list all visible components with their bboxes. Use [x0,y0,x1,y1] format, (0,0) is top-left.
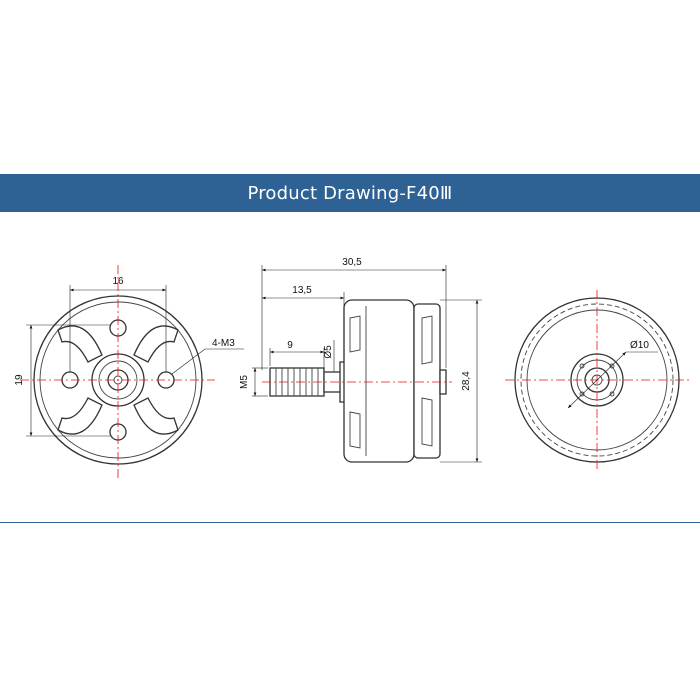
body-height-dim: 28,4 [461,371,472,391]
motor-base [413,303,441,459]
overall-length-dim: 30,5 [342,257,362,268]
rear-vent-ring [520,303,674,457]
drawing-title: Product Drawing-F40Ⅲ [247,182,453,204]
thread-length-dim: 9 [287,340,293,351]
rear-view: Ø10 [505,290,690,470]
thread-size-dim: M5 [239,375,250,389]
drawing-title-banner: Product Drawing-F40Ⅲ [0,174,700,212]
hole-callout: 4-M3 [212,338,235,349]
front-width-dim: 16 [112,276,124,287]
side-view: 30,5 13,5 9 Ø5 M5 28,4 [239,257,482,463]
bottom-divider [0,522,700,523]
bell-slots [349,306,367,456]
motor-bell [343,299,415,463]
hub-diameter-dim: Ø10 [630,340,649,351]
front-spokes [57,325,179,435]
base-slots [421,315,433,447]
shaft-diameter-dim: Ø5 [323,345,334,359]
shaft-length-dim: 13,5 [292,285,312,296]
front-view: 16 19 4-M3 [14,265,244,478]
front-height-dim: 19 [14,374,25,386]
front-hub-mid [98,360,138,400]
